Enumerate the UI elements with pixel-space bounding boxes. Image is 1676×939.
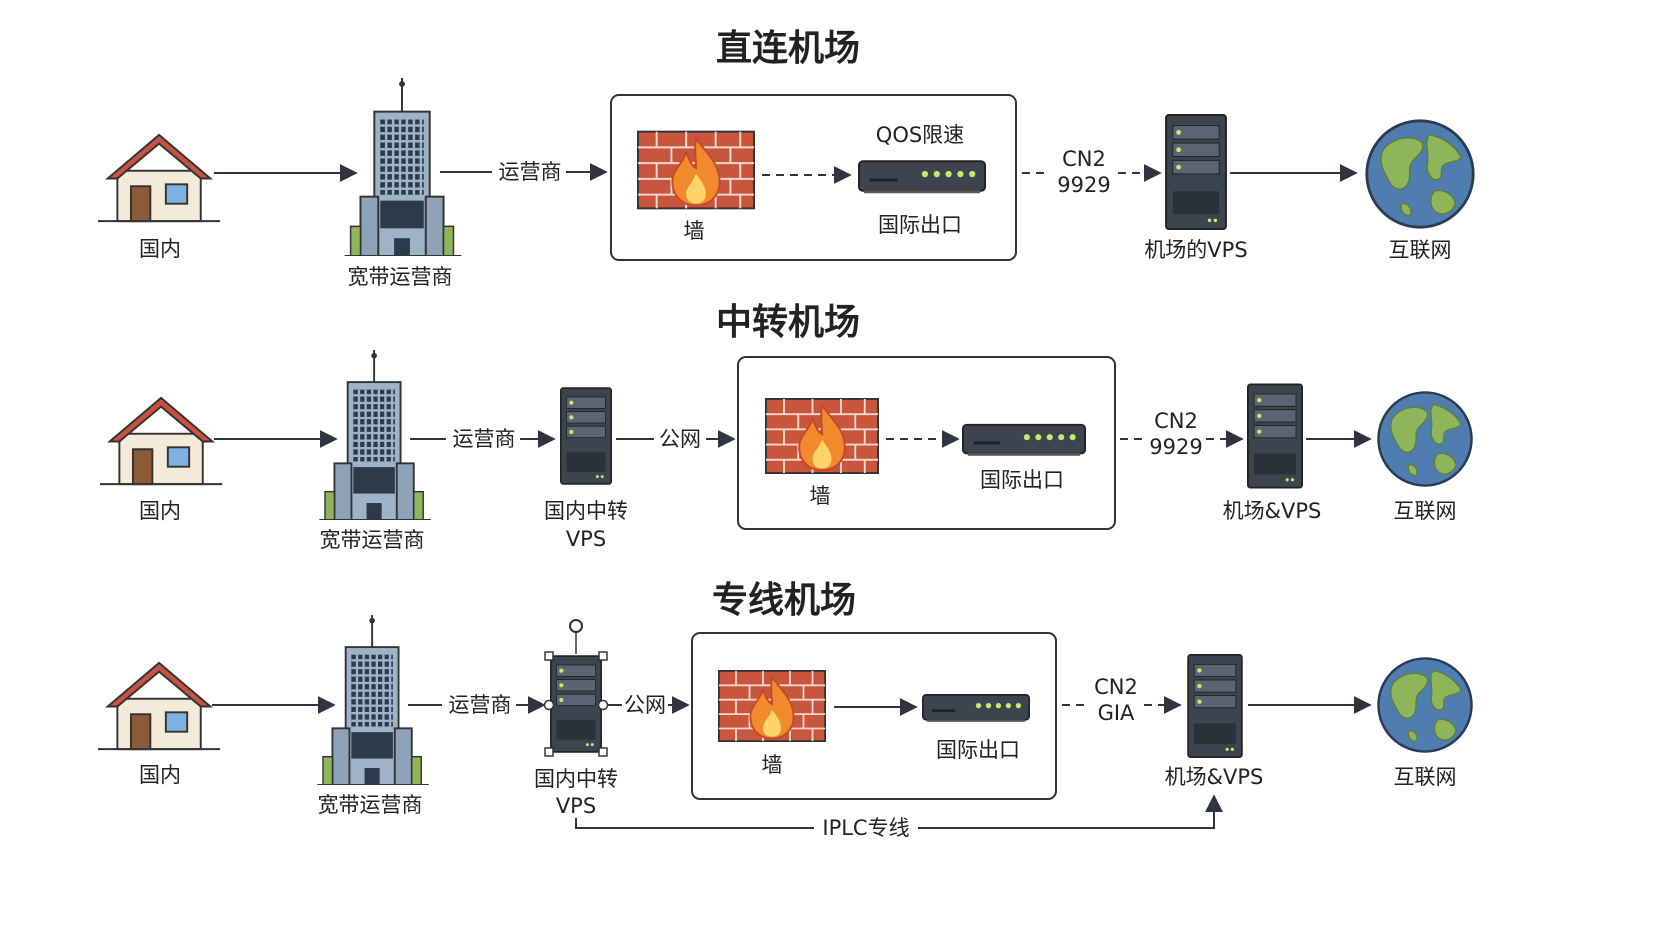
relay-node[interactable]: 国内中转 VPS bbox=[534, 619, 618, 818]
home-node: 国内 bbox=[98, 133, 222, 261]
isp-node: 宽带运营商 bbox=[318, 350, 433, 552]
building-icon bbox=[344, 78, 463, 256]
firewall-label: 墙 bbox=[684, 219, 705, 243]
section-relay: 中转机场 国内 宽带运营商 运营商 国内中转 VPS 公网 墙 国际 bbox=[100, 302, 1473, 552]
iplc-line-right bbox=[918, 794, 1223, 829]
house-icon bbox=[98, 133, 222, 223]
resize-handle[interactable] bbox=[598, 747, 608, 757]
section-title: 专线机场 bbox=[712, 580, 856, 621]
internet-label: 互联网 bbox=[1394, 765, 1457, 789]
relay-label: 国内中转 bbox=[534, 767, 618, 791]
exit-label: 国际出口 bbox=[980, 468, 1064, 492]
line-label-a: CN2 bbox=[1062, 147, 1106, 171]
internet-label: 互联网 bbox=[1394, 499, 1457, 523]
firewall-label: 墙 bbox=[762, 753, 783, 777]
internet-node: 互联网 bbox=[1377, 657, 1473, 789]
relay-label: 国内中转 bbox=[544, 499, 628, 523]
firewall-icon bbox=[765, 398, 879, 474]
globe-icon bbox=[1365, 119, 1475, 229]
server-icon bbox=[1165, 114, 1227, 230]
section-title: 中转机场 bbox=[716, 302, 860, 343]
server-icon bbox=[560, 387, 612, 485]
line-label-b: GIA bbox=[1098, 701, 1135, 725]
vps-label: 机场的VPS bbox=[1144, 238, 1247, 262]
isp-label: 宽带运营商 bbox=[318, 793, 423, 817]
firewall-node: 墙 bbox=[765, 398, 879, 508]
isp-edge-label: 运营商 bbox=[449, 693, 512, 717]
line-label-b: 9929 bbox=[1057, 173, 1110, 197]
exit-label: 国际出口 bbox=[936, 738, 1020, 762]
building-icon bbox=[318, 350, 433, 520]
section-direct: 直连机场 国内 宽带运营商 运营商 墙 QOS限速 国际出口 CN2 9929 bbox=[98, 28, 1475, 289]
line-label-a: CN2 bbox=[1094, 675, 1138, 699]
public-edge-label: 公网 bbox=[624, 693, 666, 717]
server-icon bbox=[1247, 383, 1303, 489]
connect-handle[interactable] bbox=[543, 699, 555, 711]
resize-handle[interactable] bbox=[598, 651, 608, 661]
exit-label: 国际出口 bbox=[878, 213, 962, 237]
globe-icon bbox=[1377, 391, 1473, 487]
router-icon bbox=[962, 423, 1086, 456]
firewall-label: 墙 bbox=[810, 484, 831, 508]
isp-edge-label: 运营商 bbox=[499, 160, 562, 184]
internet-node: 互联网 bbox=[1377, 391, 1473, 523]
building-icon bbox=[316, 615, 431, 785]
home-node: 国内 bbox=[98, 661, 222, 787]
exit-node: 国际出口 bbox=[922, 693, 1030, 762]
resize-handle[interactable] bbox=[544, 651, 554, 661]
home-label: 国内 bbox=[139, 237, 181, 261]
resize-handle[interactable] bbox=[544, 747, 554, 757]
vps-node: 机场的VPS bbox=[1144, 114, 1248, 262]
exit-node: QOS限速 国际出口 bbox=[858, 123, 986, 237]
firewall-node: 墙 bbox=[717, 670, 827, 777]
internet-label: 互联网 bbox=[1389, 238, 1452, 262]
home-node: 国内 bbox=[100, 396, 224, 523]
selection-handles[interactable] bbox=[543, 619, 609, 757]
globe-icon bbox=[1377, 657, 1473, 753]
house-icon bbox=[98, 661, 222, 751]
firewall-icon bbox=[637, 130, 755, 210]
relay-label-vps: VPS bbox=[566, 527, 606, 551]
firewall-icon bbox=[717, 670, 827, 742]
isp-node: 宽带运营商 bbox=[316, 615, 431, 817]
router-icon bbox=[858, 160, 986, 194]
router-icon bbox=[922, 693, 1030, 723]
rotate-handle[interactable] bbox=[569, 619, 583, 633]
isp-label: 宽带运营商 bbox=[320, 528, 425, 552]
iplc-link: IPLC专线 bbox=[575, 794, 1223, 840]
section-title: 直连机场 bbox=[716, 28, 860, 69]
iplc-label: IPLC专线 bbox=[822, 816, 909, 840]
vps-node: 机场&VPS bbox=[1223, 383, 1322, 523]
connect-handle[interactable] bbox=[597, 699, 609, 711]
iplc-line-left bbox=[575, 818, 814, 829]
isp-label: 宽带运营商 bbox=[348, 265, 453, 289]
server-icon bbox=[1187, 654, 1243, 758]
vps-label: 机场&VPS bbox=[1223, 499, 1322, 523]
relay-label-vps: VPS bbox=[556, 794, 596, 818]
line-label-a: CN2 bbox=[1154, 409, 1198, 433]
exit-node: 国际出口 bbox=[962, 423, 1086, 492]
isp-node: 宽带运营商 bbox=[344, 78, 463, 289]
firewall-node: 墙 bbox=[637, 130, 755, 243]
vps-node: 机场&VPS bbox=[1165, 654, 1264, 789]
home-label: 国内 bbox=[139, 763, 181, 787]
section-dedicated: 专线机场 国内 宽带运营商 运营商 国 bbox=[98, 580, 1473, 840]
relay-node: 国内中转 VPS bbox=[544, 387, 628, 551]
server-icon bbox=[550, 655, 602, 753]
home-label: 国内 bbox=[139, 499, 181, 523]
isp-edge-label: 运营商 bbox=[453, 427, 516, 451]
internet-node: 互联网 bbox=[1365, 119, 1475, 262]
qos-label: QOS限速 bbox=[876, 123, 964, 147]
house-icon bbox=[100, 396, 224, 486]
public-edge-label: 公网 bbox=[659, 427, 701, 451]
line-label-b: 9929 bbox=[1149, 435, 1202, 459]
vps-label: 机场&VPS bbox=[1165, 765, 1264, 789]
